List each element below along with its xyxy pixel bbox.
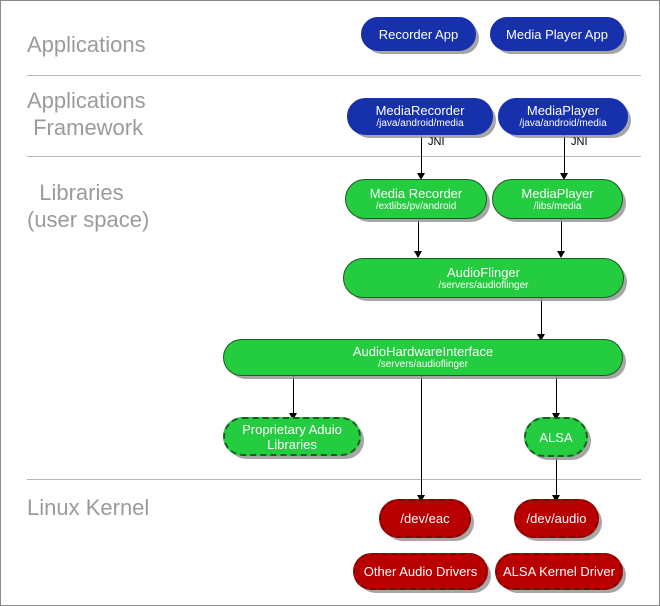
- node-proprietary-audio-libraries-title: Proprietary Aduio: [242, 421, 342, 437]
- node-recorder-app-title: Recorder App: [378, 26, 459, 42]
- node-dev-audio[interactable]: /dev/audio: [514, 499, 599, 538]
- arrowhead-mediarecorder-jni: [417, 173, 425, 180]
- node-alsa-kernel-driver[interactable]: ALSA Kernel Driver: [495, 553, 623, 590]
- connector-mediarecorderlib-audioflinger: [418, 219, 419, 255]
- node-dev-eac[interactable]: /dev/eac: [379, 499, 471, 538]
- node-mediarecorder-framework-title: MediaRecorder: [375, 103, 465, 118]
- node-audiohardwareinterface-title: AudioHardwareInterface: [352, 344, 494, 359]
- connector-mediaplayerlib-audioflinger: [561, 219, 562, 255]
- arrowhead-mediarecorderlib-audioflinger: [414, 251, 422, 258]
- node-media-recorder-library-subtitle: /extlibs/pv/android: [375, 200, 457, 212]
- divider-applications-framework: [27, 156, 641, 157]
- node-alsa[interactable]: ALSA: [524, 417, 588, 457]
- node-proprietary-audio-libraries[interactable]: Proprietary Aduio Libraries: [223, 417, 361, 456]
- connector-ahi-dev-eac: [421, 376, 422, 499]
- node-proprietary-audio-libraries-title-line2: Libraries: [267, 436, 317, 452]
- node-audiohardwareinterface-subtitle: /servers/audioflinger: [377, 359, 469, 370]
- node-media-recorder-library-title: Media Recorder: [369, 185, 463, 201]
- edge-label-jni-player: JNI: [571, 136, 588, 148]
- arrowhead-audioflinger-audiohardwareinterface: [537, 334, 545, 341]
- node-media-recorder-library[interactable]: Media Recorder /extlibs/pv/android: [345, 179, 487, 219]
- edge-label-jni-recorder: JNI: [428, 136, 445, 148]
- layer-label-applications-framework: Applications Framework: [27, 88, 146, 140]
- node-dev-audio-title: /dev/audio: [526, 511, 587, 526]
- node-other-audio-drivers-title: Other Audio Drivers: [363, 564, 478, 579]
- node-mediaplayer-library-title: MediaPlayer: [521, 185, 594, 201]
- node-mediaplayer-library-subtitle: /libs/media: [533, 200, 582, 212]
- node-dev-eac-title: /dev/eac: [400, 511, 450, 526]
- node-media-player-app[interactable]: Media Player App: [490, 17, 624, 51]
- node-audioflinger-title: AudioFlinger: [447, 264, 520, 280]
- node-alsa-title: ALSA: [539, 429, 573, 445]
- connector-audioflinger-audiohardwareinterface: [541, 298, 542, 338]
- divider-linux-kernel: [27, 479, 641, 480]
- node-mediaplayer-framework-subtitle: /java/android/media: [519, 118, 607, 129]
- connector-alsa-dev-audio: [556, 457, 557, 499]
- layer-label-applications: Applications: [27, 32, 146, 57]
- node-audioflinger-subtitle: /servers/audioflinger: [438, 279, 529, 291]
- layer-label-linux-kernel: Linux Kernel: [27, 495, 150, 520]
- connector-ahi-proprietary-libs: [293, 376, 294, 417]
- node-mediaplayer-framework-title: MediaPlayer: [526, 103, 600, 118]
- node-mediarecorder-framework-subtitle: /java/android/media: [376, 118, 464, 129]
- node-audiohardwareinterface[interactable]: AudioHardwareInterface /servers/audiofli…: [223, 339, 623, 376]
- node-mediarecorder-framework[interactable]: MediaRecorder /java/android/media: [347, 98, 493, 135]
- node-recorder-app[interactable]: Recorder App: [361, 17, 476, 51]
- node-audioflinger[interactable]: AudioFlinger /servers/audioflinger: [343, 258, 624, 298]
- connector-mediarecorder-jni: [421, 135, 422, 178]
- arrowhead-mediaplayer-jni: [560, 173, 568, 180]
- node-mediaplayer-framework[interactable]: MediaPlayer /java/android/media: [498, 98, 628, 135]
- connector-ahi-alsa: [556, 376, 557, 417]
- arrowhead-mediaplayerlib-audioflinger: [557, 251, 565, 258]
- layer-label-libraries: Libraries (user space): [27, 180, 150, 232]
- divider-applications: [27, 75, 641, 76]
- node-media-player-app-title: Media Player App: [506, 26, 608, 42]
- node-other-audio-drivers[interactable]: Other Audio Drivers: [353, 553, 488, 590]
- connector-mediaplayer-jni: [564, 135, 565, 178]
- node-mediaplayer-library[interactable]: MediaPlayer /libs/media: [492, 179, 623, 219]
- node-alsa-kernel-driver-title: ALSA Kernel Driver: [503, 564, 615, 579]
